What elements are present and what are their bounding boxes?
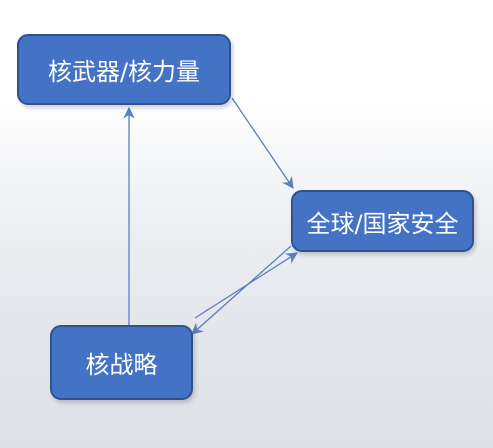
- node-nuclear-weapons: 核武器/核力量: [17, 34, 231, 105]
- node-nuclear-weapons-label: 核武器/核力量: [47, 58, 201, 86]
- node-security: 全球/国家安全: [291, 190, 474, 252]
- node-strategy-label: 核战略: [85, 351, 158, 379]
- arrow-security-to-strategy: [191, 245, 292, 335]
- node-security-label: 全球/国家安全: [306, 209, 459, 238]
- arrow-weapons-to-security: [231, 97, 294, 189]
- node-strategy: 核战略: [50, 325, 193, 400]
